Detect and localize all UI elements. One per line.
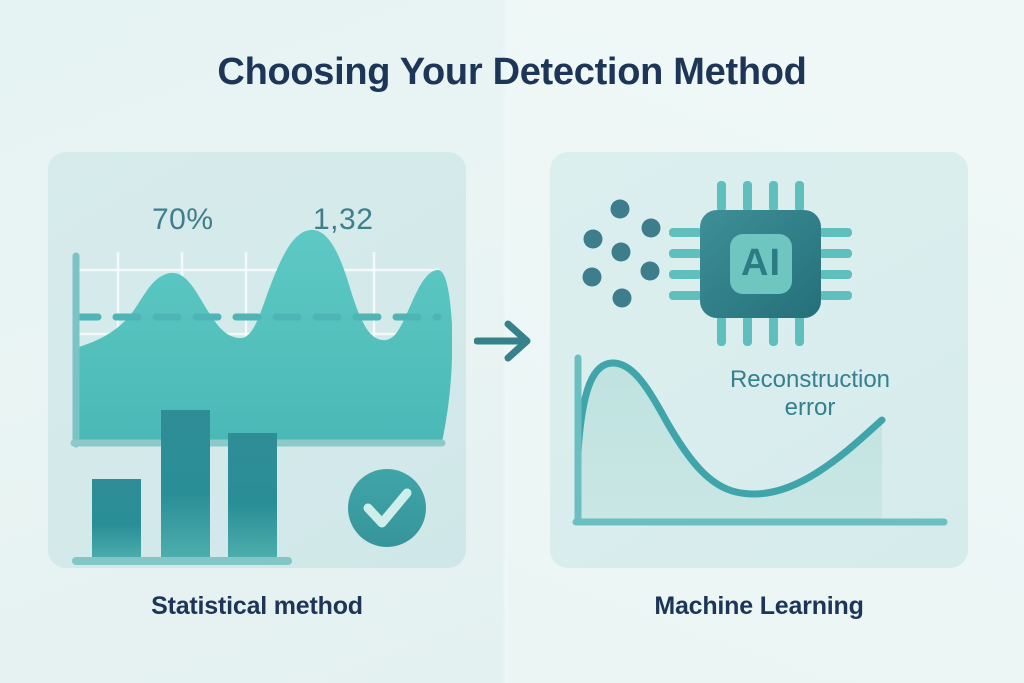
bar-1 [92,479,141,562]
page-title: Choosing Your Detection Method [217,51,807,93]
scatter-dot [583,229,603,249]
panel-machine-learning[interactable]: AI [550,152,968,568]
reconstruction-error-curve [574,359,886,498]
scatter-dot [640,261,660,281]
scatter-dot [611,242,631,262]
scatter-dots-cluster [582,199,661,308]
bar-group [92,410,277,562]
bar-3 [228,433,277,562]
scatter-dot [582,267,602,287]
caption-statistical-method: Statistical method [151,592,363,620]
stat-number-label: 1,32 [313,203,374,236]
reconstruction-error-annotation: Reconstruction error [706,366,914,423]
distribution-area [76,229,452,442]
check-badge[interactable] [348,469,426,547]
scatter-dot [641,218,661,238]
scatter-dot [610,199,630,219]
scatter-dot [612,288,632,308]
reconstruction-error-line1: Reconstruction [729,366,891,393]
statistical-chart-graphic [70,229,452,565]
arrow-right-icon [474,320,531,362]
bar-2 [161,410,210,562]
check-icon [363,488,412,528]
ai-chip-icon: AI [669,181,852,346]
panel-statistical-method[interactable] [48,152,466,568]
machine-learning-graphic: AI [572,181,948,526]
stat-percent-label: 70% [152,203,214,236]
reconstruction-error-line2: error [784,394,836,422]
chip-ai-label: AI [741,242,781,284]
caption-machine-learning: Machine Learning [654,592,864,620]
